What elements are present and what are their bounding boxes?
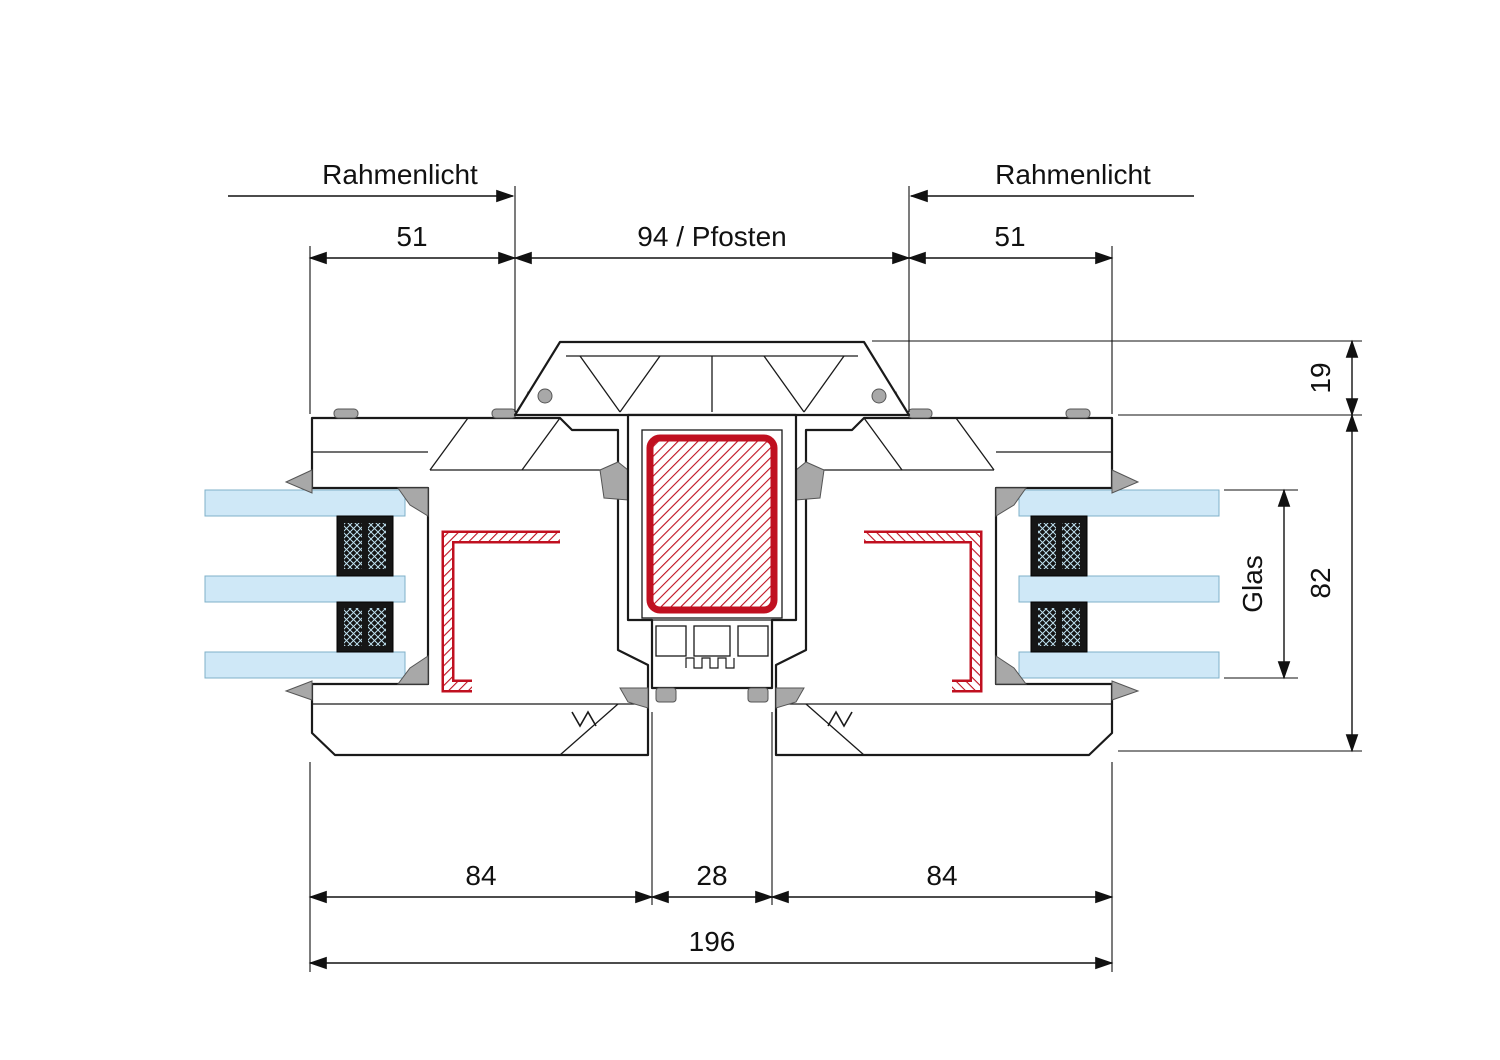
steel-reinforcement-mullion <box>646 434 778 614</box>
gaskets <box>284 391 649 709</box>
mullion-gaskets <box>537 388 887 703</box>
dim-51-right: 51 <box>994 221 1025 252</box>
spacer-desiccant <box>344 608 362 646</box>
spacer-desiccant <box>368 608 386 646</box>
mullion-detail-lines <box>566 355 858 669</box>
steel-reinforcement-sash <box>441 530 560 693</box>
spacer-desiccant <box>344 523 362 569</box>
profile-geometry <box>204 340 1219 757</box>
sash-detail-lines <box>312 417 648 756</box>
spacer-desiccant <box>368 523 386 569</box>
clip <box>871 388 887 404</box>
glazing-spacers <box>336 515 394 653</box>
dim-94-pfosten: 94 / Pfosten <box>637 221 786 252</box>
dim-84-left: 84 <box>465 860 496 891</box>
foot-gasket <box>655 687 677 703</box>
dimension-annotations: Rahmenlicht Rahmenlicht 51 94 / Pfosten … <box>228 159 1362 972</box>
glass-unit <box>204 489 406 679</box>
dim-28: 28 <box>696 860 727 891</box>
outer-gasket-lip-bottom <box>284 680 313 701</box>
outer-gasket-lip-top <box>284 469 313 494</box>
seal-bump <box>491 408 517 419</box>
dim-glas-label: Glas <box>1237 555 1268 613</box>
glass-pane <box>204 651 406 679</box>
dim-19: 19 <box>1305 362 1336 393</box>
seal-bump <box>333 408 359 419</box>
sash-profile <box>310 416 650 757</box>
dim-82: 82 <box>1305 567 1336 598</box>
clip <box>537 388 553 404</box>
mullion-profile <box>513 340 911 703</box>
left-half <box>204 391 650 757</box>
dim-196: 196 <box>689 926 736 957</box>
foot-gasket <box>747 687 769 703</box>
rahmenlicht-left-label: Rahmenlicht <box>322 159 478 190</box>
dim-51-left: 51 <box>396 221 427 252</box>
glazing-gasket-bottom <box>397 655 429 685</box>
glass-pane <box>204 575 406 603</box>
right-half-mirror <box>776 392 1219 755</box>
glazing-gasket-top <box>397 487 429 517</box>
mullion-side-gasket <box>599 461 629 501</box>
rahmenlicht-right-label: Rahmenlicht <box>995 159 1151 190</box>
bottom-center-gasket <box>619 687 649 709</box>
dim-84-right: 84 <box>926 860 957 891</box>
glass-pane <box>204 489 406 517</box>
